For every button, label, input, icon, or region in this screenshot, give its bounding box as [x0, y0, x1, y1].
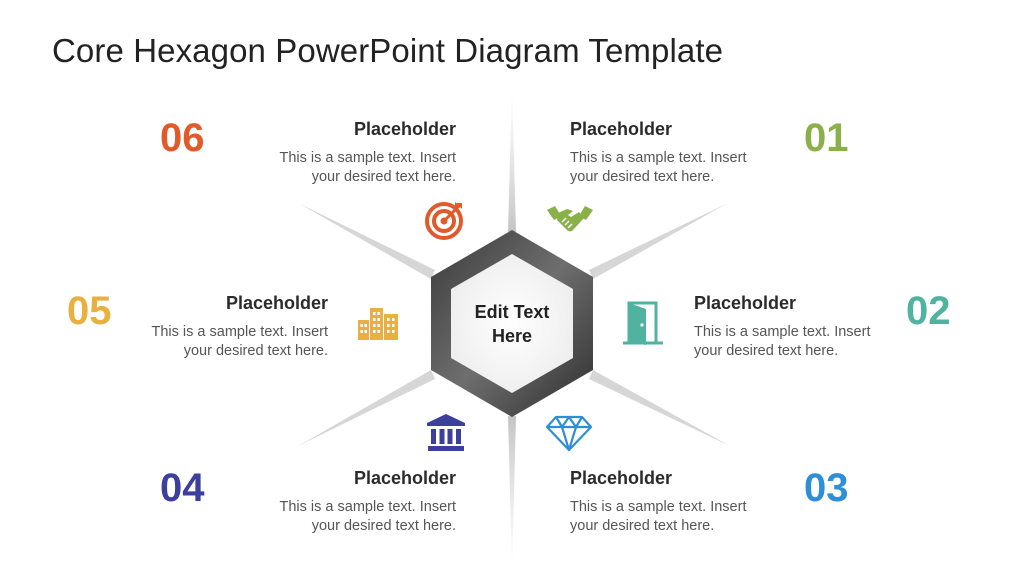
item-01-text: This is a sample text. Insert your desir… — [570, 149, 770, 187]
bank-icon — [427, 414, 465, 451]
divider-bottom — [508, 416, 516, 572]
item-03-text: This is a sample text. Insert your desir… — [570, 498, 770, 536]
handshake-icon — [547, 206, 593, 232]
item-02-block: Placeholder This is a sample text. Inser… — [694, 292, 894, 361]
item-03-block: Placeholder This is a sample text. Inser… — [570, 467, 770, 536]
item-01-heading: Placeholder — [570, 119, 673, 139]
item-05-block: Placeholder This is a sample text. Inser… — [128, 292, 328, 361]
number-06: 06 — [160, 116, 205, 160]
center-label: Edit Text Here — [452, 300, 572, 348]
item-02-text: This is a sample text. Insert your desir… — [694, 323, 894, 361]
item-05-text: This is a sample text. Insert your desir… — [128, 323, 328, 361]
item-04-text-line2: your desired text here. — [311, 518, 456, 534]
door-icon — [623, 301, 663, 345]
item-06-text-line2: your desired text here. — [311, 169, 456, 185]
item-03-text-line2: your desired text here. — [570, 518, 715, 534]
divider-bottom-right — [589, 370, 730, 446]
hexagon-inner — [451, 254, 573, 393]
slide-title: Core Hexagon PowerPoint Diagram Template — [52, 32, 724, 69]
center-label-line2: Here — [491, 326, 533, 346]
divider-top-right — [589, 204, 726, 279]
number-05: 05 — [67, 289, 112, 333]
target-icon — [425, 202, 463, 240]
center-label-line1: Edit Text — [474, 302, 550, 322]
item-05-heading: Placeholder — [225, 293, 328, 313]
item-04-block: Placeholder This is a sample text. Inser… — [256, 467, 456, 536]
number-03: 03 — [804, 466, 849, 510]
item-03-text-line1: This is a sample text. Insert — [570, 499, 747, 515]
item-01-block: Placeholder This is a sample text. Inser… — [570, 118, 770, 187]
divider-top — [508, 85, 516, 232]
item-06-text-line1: This is a sample text. Insert — [279, 150, 456, 166]
buildings-icon — [358, 308, 398, 340]
item-06-block: Placeholder This is a sample text. Inser… — [256, 118, 456, 187]
number-01: 01 — [804, 116, 849, 160]
item-03-heading: Placeholder — [570, 468, 673, 488]
item-01-text-line1: This is a sample text. Insert — [570, 150, 747, 166]
item-04-text: This is a sample text. Insert your desir… — [256, 498, 456, 536]
number-02: 02 — [906, 289, 951, 333]
item-01-text-line2: your desired text here. — [570, 169, 715, 185]
diamond-icon — [545, 415, 593, 452]
divider-bottom-left — [298, 370, 435, 446]
divider-top-left — [300, 204, 435, 279]
item-05-text-line2: your desired text here. — [183, 343, 328, 359]
item-02-text-line1: This is a sample text. Insert — [694, 324, 871, 340]
number-04: 04 — [160, 466, 205, 510]
item-06-heading: Placeholder — [353, 119, 456, 139]
item-04-heading: Placeholder — [353, 468, 456, 488]
item-05-text-line1: This is a sample text. Insert — [151, 324, 328, 340]
item-02-heading: Placeholder — [694, 293, 797, 313]
item-06-text: This is a sample text. Insert your desir… — [256, 149, 456, 187]
item-02-text-line2: your desired text here. — [694, 343, 839, 359]
item-04-text-line1: This is a sample text. Insert — [279, 499, 456, 515]
